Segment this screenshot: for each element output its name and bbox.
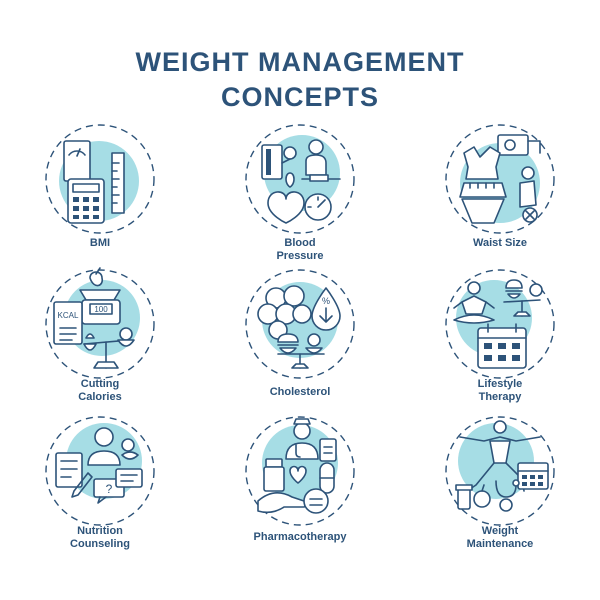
waist-tape-measure-icon [444,123,556,235]
concept-label: Weight Maintenance [466,525,534,550]
svg-text:%: % [322,296,330,306]
kcal-text: KCAL [58,311,79,320]
concept-label: BMI [89,237,111,249]
concept-label: Cholesterol [269,386,331,398]
kcal-scale-icon: 100 KCAL [44,267,156,380]
scale-calculator-ruler-icon [44,123,156,235]
concept-label: Blood Pressure [276,237,324,262]
doctor-pills-icon [244,415,356,527]
page-title-line-1: WEIGHT MANAGEMENT [135,47,465,77]
concept-label: Pharmacotherapy [253,531,347,543]
concept-label: Waist Size [473,237,527,249]
concept-label: Lifestyle Therapy [477,378,523,403]
blood-pressure-monitor-icon [244,123,356,235]
svg-text:?: ? [106,482,113,496]
concept-label: Nutrition Counseling [70,525,130,550]
exercise-schedule-icon [444,415,556,527]
concept-label: Cutting Calories [78,378,122,403]
page-title-line-2: CONCEPTS [220,82,380,112]
cholesterol-drop-icon: % [244,268,356,380]
yoga-calendar-icon [444,268,556,380]
scale-readout: 100 [94,305,108,314]
nutritionist-chat-icon: ? [44,415,156,527]
